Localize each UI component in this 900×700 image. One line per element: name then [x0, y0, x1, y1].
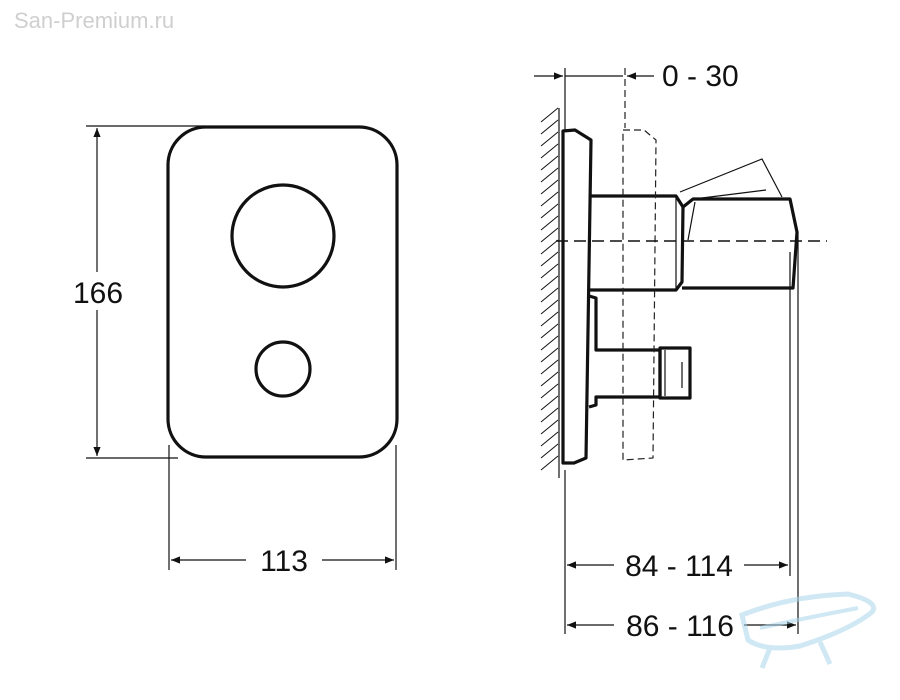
upper-body	[589, 194, 685, 292]
plate-alt-position	[622, 129, 657, 461]
thermostat-knob	[230, 183, 336, 289]
depth-handle-label: 84 - 114	[625, 550, 733, 583]
thermostat-handle	[682, 197, 799, 290]
handle-alt-position	[679, 158, 783, 200]
offset-label: 0 - 30	[662, 60, 739, 93]
diverter-handle	[658, 346, 692, 400]
bathtub-logo-icon	[739, 591, 876, 669]
lower-body	[588, 294, 662, 409]
plate-profile	[561, 128, 593, 465]
wall-hatching	[540, 107, 560, 478]
offset-dimension: 0 - 30	[534, 60, 739, 132]
width-label: 113	[260, 545, 308, 578]
height-label: 166	[73, 277, 123, 310]
side-view: 0 - 30 84 - 114 86 - 116	[534, 60, 827, 643]
site-watermark: San-Premium.ru	[14, 8, 175, 33]
depth-dimension-total: 86 - 116	[567, 232, 799, 643]
height-dimension: 166	[66, 125, 205, 459]
depth-total-label: 86 - 116	[626, 610, 734, 643]
depth-dimension-handle: 84 - 114	[564, 252, 791, 634]
front-view: 166 113	[66, 125, 399, 578]
width-dimension: 113	[168, 445, 397, 578]
diverter-knob	[254, 340, 312, 398]
cover-plate	[166, 125, 399, 459]
